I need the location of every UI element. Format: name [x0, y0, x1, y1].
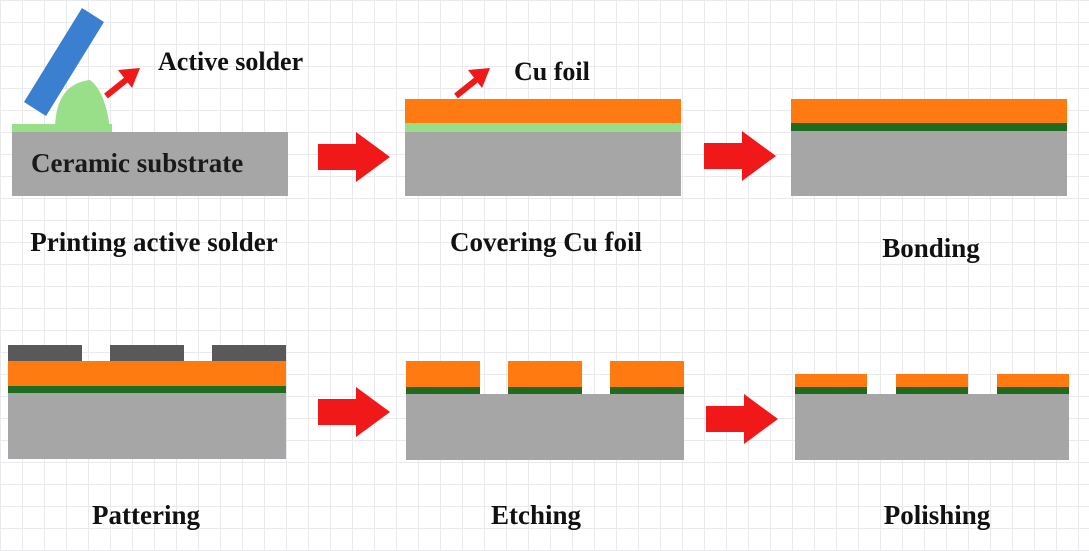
- step-caption: Bonding: [882, 233, 980, 263]
- mask-block: [212, 345, 286, 361]
- ceramic-substrate-3: [791, 131, 1067, 196]
- cu-pad: [508, 361, 582, 387]
- mask-block: [8, 345, 82, 361]
- bonded-layer-3: [791, 123, 1067, 131]
- ceramic-substrate-2: [405, 132, 681, 196]
- flow-arrow-right-icon: [318, 387, 390, 437]
- step-3-bonding: [791, 99, 1067, 196]
- bonded-layer-4: [8, 386, 286, 393]
- cu-foil-label: Cu foil: [514, 57, 590, 86]
- bonded-pad: [406, 387, 480, 394]
- ceramic-substrate-1: [12, 132, 288, 196]
- step-6-polishing: [795, 374, 1069, 460]
- cu-pad-thin: [997, 374, 1069, 387]
- ceramic-substrate-4: [8, 393, 286, 459]
- active-solder-label: Active solder: [158, 47, 304, 76]
- printer-blade: [24, 8, 104, 116]
- step-5-etching: [406, 361, 684, 460]
- step-caption: Pattering: [92, 500, 200, 530]
- flow-arrow-right-icon: [318, 132, 390, 182]
- step-caption: Etching: [490, 500, 582, 530]
- cu-foil-3: [791, 99, 1067, 123]
- step-caption: Covering Cu foil: [450, 227, 642, 257]
- step-2-covering: [405, 99, 681, 196]
- flow-arrow-right-icon: [706, 394, 778, 444]
- mask-block: [110, 345, 184, 361]
- step-4-pattering: [8, 345, 286, 459]
- bonded-pad: [610, 387, 684, 394]
- step-caption: Polishing: [883, 500, 991, 530]
- ceramic-substrate-5: [406, 394, 684, 460]
- bonded-pad: [795, 387, 867, 394]
- cu-pad: [610, 361, 684, 387]
- bonded-pad: [508, 387, 582, 394]
- cu-pad-thin: [795, 374, 867, 387]
- active-solder-layer-2: [405, 123, 681, 132]
- callout-arrow-active-solder-icon: [104, 68, 140, 99]
- cu-foil-4: [8, 361, 286, 386]
- cu-foil-2: [405, 99, 681, 123]
- flow-arrow-right-icon: [704, 131, 776, 181]
- callout-arrow-cu-foil-icon: [454, 68, 490, 99]
- cu-pad: [406, 361, 480, 387]
- ceramic-substrate-label: Ceramic substrate: [31, 148, 244, 178]
- cu-pad-thin: [896, 374, 968, 387]
- step-caption: Printing active solder: [30, 227, 278, 257]
- step-1-printing: [12, 8, 288, 196]
- bonded-pad: [997, 387, 1069, 394]
- ceramic-substrate-6: [795, 394, 1069, 460]
- active-solder-paste: [55, 80, 110, 130]
- bonded-pad: [896, 387, 968, 394]
